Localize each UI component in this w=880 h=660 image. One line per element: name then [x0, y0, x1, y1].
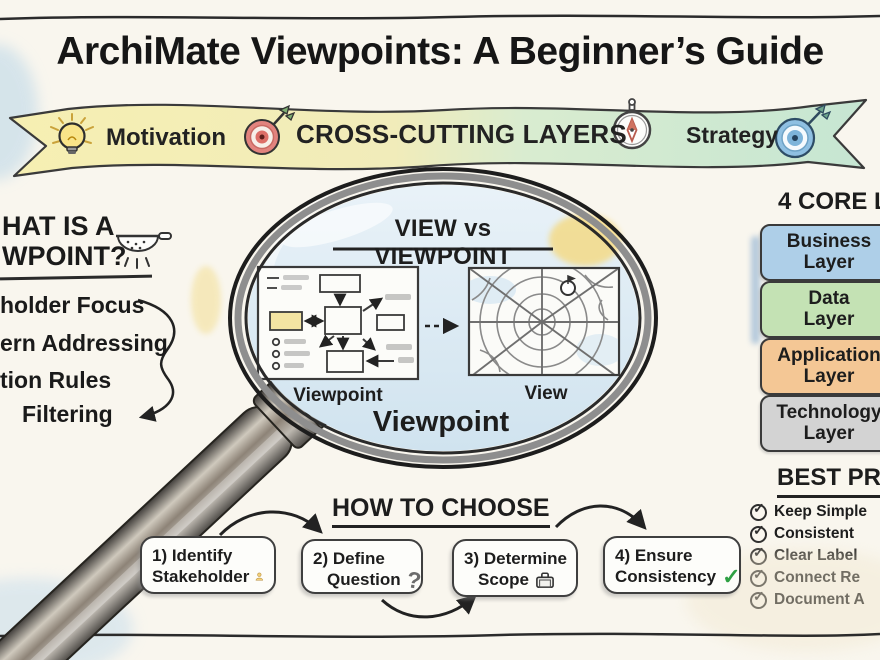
person-icon: [256, 572, 264, 581]
step-box-identify-stakeholder: 1) Identify Stakeholder: [140, 536, 276, 594]
list-item-filtering: Filtering: [22, 401, 113, 427]
step-line2: Stakeholder: [152, 567, 250, 586]
view-map-diagram: [467, 266, 621, 377]
question-icon: ?: [404, 565, 423, 594]
best-practices-heading: BEST PRA: [777, 464, 880, 498]
list-item-stakeholder-focus: holder Focus: [0, 292, 145, 318]
checklist-item-label: Consistent: [774, 525, 855, 542]
step-line1: 4) Ensure: [615, 546, 693, 565]
green-check-icon: ✓: [722, 563, 741, 589]
step-box-define-question: 2) Define Question ?: [301, 539, 423, 594]
step-line1: 2) Define: [313, 549, 385, 568]
lightbulb-icon: [50, 113, 94, 154]
view-label: View: [524, 383, 568, 404]
ribbon-banner: [8, 98, 868, 178]
layer-label: Business: [786, 231, 872, 252]
ribbon-label-motivation: Motivation: [106, 124, 226, 151]
page-title: ArchiMate Viewpoints: A Beginner’s Guide: [56, 30, 824, 73]
step-line1: 3) Determine: [464, 549, 567, 568]
step-line2: Consistency: [615, 567, 717, 586]
magnifier-rim: [228, 167, 658, 469]
layer-label: Application: [777, 345, 880, 366]
bottom-border-line: [0, 632, 880, 638]
top-border-line: [0, 14, 880, 21]
checklist-item: ✓ Consistent: [750, 522, 880, 543]
core-layers-heading: 4 CORE L: [778, 188, 880, 215]
layer-box-data: Data Layer: [760, 281, 880, 338]
layer-box-technology: Technology Layer: [760, 395, 880, 452]
compass-icon: [612, 98, 652, 150]
watercolor-wash-topleft: [0, 44, 38, 180]
how-to-choose-heading: HOW TO CHOOSE: [332, 494, 550, 528]
ribbon-label-cross-cutting: CROSS-CUTTING LAYERS: [296, 119, 627, 149]
layer-label-suffix: Layer: [803, 366, 855, 387]
list-item-concern-addressing: ern Addressing: [0, 330, 168, 356]
layer-box-business: Business Layer: [760, 224, 880, 281]
watercolor-stripe-right: [751, 236, 760, 344]
lens-heading: VIEW vs VIEWPOINT: [374, 215, 512, 270]
what-is-heading: HAT IS A WPOINT?: [2, 211, 126, 271]
check-icon: ✓: [750, 500, 767, 521]
ribbon-label-strategy: Strategy: [686, 122, 779, 148]
checklist-item: ✓ Keep Simple: [750, 500, 880, 521]
target-blue-icon: [774, 103, 832, 159]
step-line2: Scope: [478, 570, 530, 589]
list-brace-arrow: [137, 298, 176, 422]
sieve-icon: [116, 232, 172, 269]
layer-label: Data: [808, 288, 850, 309]
step-line2: Question: [327, 570, 401, 589]
list-item-notation-rules: tion Rules: [0, 367, 112, 393]
step-box-ensure-consistency: 4) Ensure Consistency ✓: [603, 536, 741, 594]
viewpoint-label: Viewpoint: [293, 385, 383, 406]
briefcase-icon: [536, 571, 554, 588]
viewpoint-diagram: [256, 265, 420, 381]
layer-box-application: Application Layer: [760, 338, 880, 395]
target-red-icon: [244, 104, 296, 155]
checklist-item-label: Keep Simple: [774, 503, 868, 520]
lens-caption: Viewpoint: [372, 406, 510, 438]
layer-label: Technology: [776, 402, 880, 423]
watercolor-blob-yellow: [191, 266, 221, 334]
layer-label-suffix: Layer: [803, 423, 855, 444]
flow-arrows: [218, 504, 647, 619]
what-is-heading-line1: HAT IS A: [2, 211, 115, 241]
what-is-heading-line2: WPOINT?: [2, 241, 127, 271]
check-icon: ✓: [750, 522, 767, 543]
step-line1: 1) Identify: [152, 546, 233, 565]
layer-label-suffix: Layer: [803, 252, 855, 273]
layer-label-suffix: Layer: [803, 309, 855, 330]
step-box-determine-scope: 3) Determine Scope: [452, 539, 578, 597]
